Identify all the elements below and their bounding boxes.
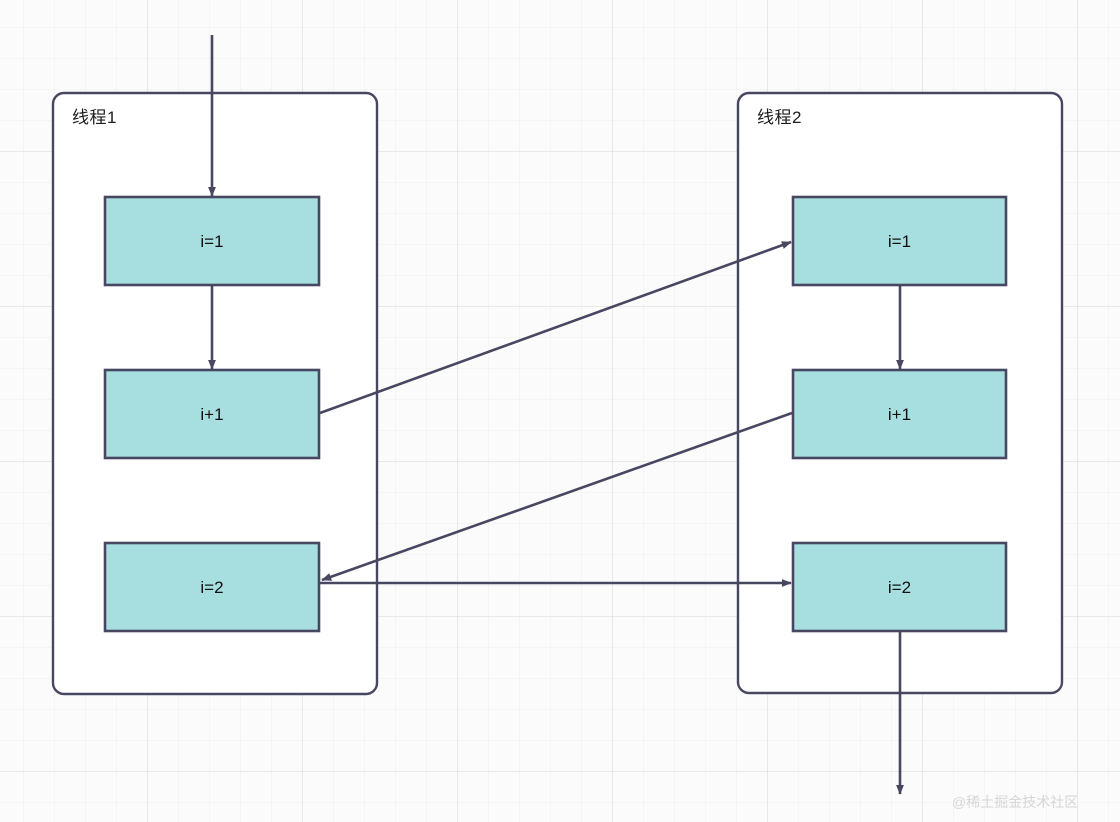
node-thread2-i-equals-2[interactable]: [791, 541, 1008, 633]
node-label-thread1-i-equals-2: i=2: [200, 578, 224, 597]
node-thread2-i-equals-1[interactable]: [791, 195, 1008, 287]
lane-label-thread-2: 线程2: [757, 108, 802, 127]
lane-label-thread-1: 线程1: [72, 108, 117, 127]
watermark: @稀土掘金技术社区: [952, 794, 1079, 810]
node-label-thread2-i-equals-1: i=1: [887, 232, 912, 251]
node-label-thread2-i-plus-1: i+1: [887, 405, 912, 424]
node-thread1-i-plus-1[interactable]: [103, 368, 321, 460]
node-label-thread2-i-equals-2: i=2: [887, 578, 912, 597]
node-label-thread1-i-equals-1: i=1: [200, 232, 224, 251]
edge-thread1-i-plus-1-to-thread2-i-equals-1: [319, 240, 792, 415]
node-thread1-i-equals-1[interactable]: [103, 195, 321, 287]
node-thread1-i-equals-2[interactable]: [103, 541, 321, 633]
node-label-thread1-i-plus-1: i+1: [200, 405, 224, 424]
edge-thread2-i-plus-1-to-thread1-i-equals-2: [321, 411, 793, 582]
node-thread2-i-plus-1[interactable]: [791, 368, 1008, 460]
